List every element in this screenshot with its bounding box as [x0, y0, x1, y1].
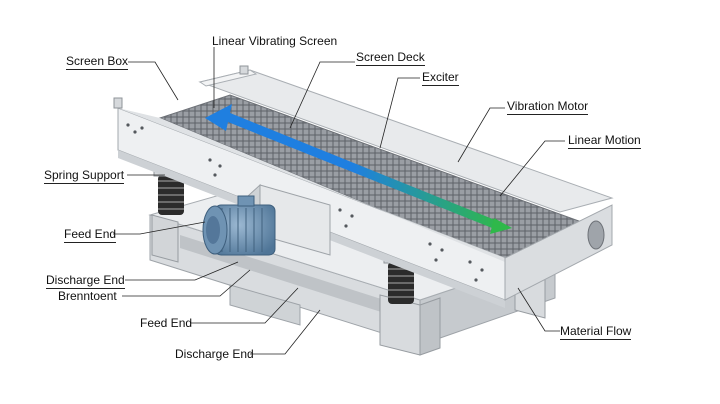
linear-motion-arrow: [205, 104, 512, 234]
label-brenntoent: Brenntoent: [58, 289, 117, 303]
label-screen-deck: Screen Deck: [356, 50, 425, 66]
label-discharge-end-bottom: Discharge End: [175, 347, 254, 361]
label-discharge-end-left: Discharge End: [46, 273, 125, 289]
label-material-flow: Material Flow: [560, 324, 632, 340]
label-exciter: Exciter: [422, 70, 459, 86]
foot-front-left: [151, 214, 179, 263]
label-linear-motion: Linear Motion: [568, 133, 641, 149]
label-vibration-motor: Vibration Motor: [507, 99, 589, 115]
label-linear-vibrating-screen: Linear Vibrating Screen: [212, 34, 338, 48]
label-feed-end-bottom: Feed End: [140, 316, 193, 330]
label-feed-end-left: Feed End: [64, 227, 117, 243]
label-screen-box: Screen Box: [66, 54, 129, 70]
label-spring-support: Spring Support: [44, 168, 125, 184]
vibration-motor-body: [202, 195, 276, 256]
bolt-holes: [126, 123, 484, 282]
leader-lines: [113, 47, 565, 355]
